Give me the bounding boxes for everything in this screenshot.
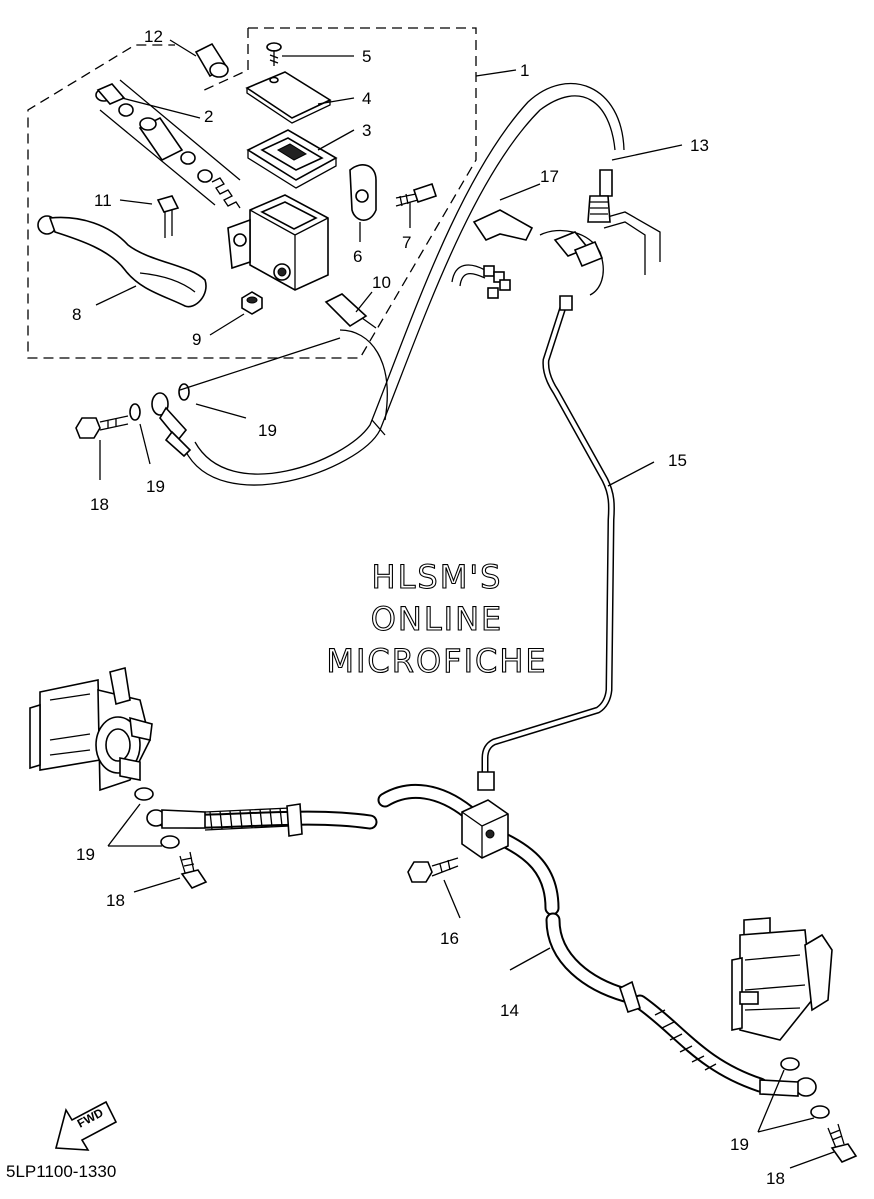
callout-12: 12 [144, 27, 163, 46]
callout-labels: 1 2 3 4 5 6 7 8 9 10 11 12 13 14 15 16 1… [72, 27, 785, 1188]
callout-7: 7 [402, 233, 411, 252]
master-cylinder-assembly-boundary [27, 27, 477, 359]
master-cylinder-holder [349, 164, 377, 221]
left-caliper [29, 666, 153, 792]
callout-18-upper: 18 [90, 495, 109, 514]
callout-11: 11 [94, 191, 112, 210]
callout-19-upper-right: 19 [258, 421, 277, 440]
brake-light-switch [324, 293, 377, 329]
leader-lines [95, 39, 835, 1169]
upper-washer-left [129, 403, 141, 421]
upper-union-bolt [75, 415, 129, 439]
watermark: HLSM'S ONLINE MICROFICHE [326, 557, 547, 680]
callout-8: 8 [72, 305, 81, 324]
right-union-bolt [827, 1123, 858, 1163]
diagram-code: 5LP1100-1330 [6, 1162, 116, 1181]
right-banjo-fitting [759, 1077, 817, 1097]
right-caliper [731, 917, 833, 1041]
brake-switch-lead [451, 264, 511, 299]
callout-15: 15 [668, 451, 687, 470]
left-union-bolt [179, 851, 208, 889]
lever-nut [241, 291, 263, 315]
holder-bolt [395, 182, 438, 207]
left-washer-top [134, 787, 154, 801]
callout-19-upper-left: 19 [146, 477, 165, 496]
callout-4: 4 [362, 89, 371, 108]
three-way-joint [461, 799, 509, 859]
callout-17: 17 [540, 167, 559, 186]
upper-washer-right [178, 383, 190, 401]
piston-kit [95, 79, 241, 209]
callout-9: 9 [192, 330, 201, 349]
callout-10: 10 [372, 273, 391, 292]
boot [194, 42, 229, 78]
brake-lever [37, 215, 207, 308]
watermark-line-1: HLSM'S [372, 558, 503, 596]
callout-19-right: 19 [730, 1135, 749, 1154]
callout-19-left: 19 [76, 845, 95, 864]
right-washer-bottom [810, 1105, 830, 1119]
right-washer-top [780, 1057, 800, 1071]
hose-guide [472, 209, 534, 241]
pivot-bolt [156, 195, 180, 238]
reservoir-cap [245, 71, 332, 124]
diaphragm [246, 129, 338, 189]
handlebar-bracket [539, 211, 661, 296]
watermark-line-2: ONLINE [371, 600, 504, 638]
brake-pipe [477, 295, 615, 791]
callout-18-left: 18 [106, 891, 125, 910]
callout-1: 1 [520, 61, 529, 80]
forward-arrow-icon: FWD [54, 1100, 118, 1151]
left-banjo-fitting [146, 809, 206, 829]
callout-13: 13 [690, 136, 709, 155]
callout-5: 5 [362, 47, 371, 66]
callout-18-right: 18 [766, 1169, 785, 1188]
upper-hose-fitting [587, 169, 613, 223]
callout-14: 14 [500, 1001, 519, 1020]
joint-bolt [407, 857, 459, 883]
watermark-line-3: MICROFICHE [326, 642, 547, 680]
callout-16: 16 [440, 929, 459, 948]
cap-screw [266, 42, 282, 66]
upper-banjo-fitting [151, 392, 192, 458]
left-washer-bottom [160, 835, 180, 849]
callout-6: 6 [353, 247, 362, 266]
callout-2: 2 [204, 107, 213, 126]
callout-3: 3 [362, 121, 371, 140]
master-cylinder-hose [184, 82, 625, 486]
master-cylinder-body [227, 194, 329, 291]
